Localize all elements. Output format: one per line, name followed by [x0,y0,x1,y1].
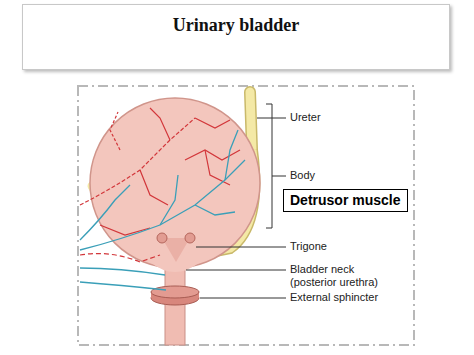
title-band: Urinary bladder [22,4,450,70]
part-label: Ureter [290,111,321,124]
muscle-label-box: Detrusor muscle [283,189,408,212]
part-label: Bladder neck (posterior urethra) [290,263,402,289]
part-label: Body [290,169,315,182]
trigone-area [162,238,190,262]
ureteric-orifice [157,233,167,243]
leader-lines [186,104,286,298]
sphincter-top [151,286,199,298]
title-text: Urinary bladder [23,15,449,36]
vessels [80,108,240,262]
bladder-body [90,98,260,268]
box-text: Detrusor muscle [290,192,401,209]
frame [78,86,414,345]
nerves [80,130,245,290]
ureteric-orifice [185,233,195,243]
part-label: External sphincter [290,291,378,304]
part-label: Trigone [290,240,327,253]
